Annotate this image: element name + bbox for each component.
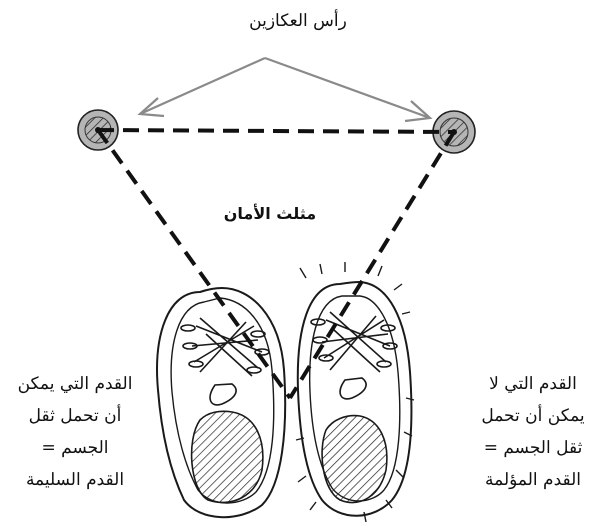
arrow-left-head bbox=[140, 98, 164, 116]
good-foot-label: القدم التي يمكن أن تحمل ثقل الجسم = القد… bbox=[0, 368, 150, 496]
triangle-top-edge bbox=[98, 130, 454, 132]
right-shoe-icon bbox=[296, 262, 414, 522]
arrow-left bbox=[140, 58, 265, 114]
safety-triangle-label: مثلث الأمان bbox=[195, 198, 345, 230]
arrows bbox=[140, 58, 430, 121]
crutch-tips-label: رأس العكازين bbox=[198, 5, 398, 37]
bad-foot-label: القدم التي لا يمكن أن تحمل ثقل الجسم = ا… bbox=[468, 368, 597, 496]
left-shoe-icon bbox=[157, 288, 285, 517]
arrow-right bbox=[265, 58, 430, 118]
